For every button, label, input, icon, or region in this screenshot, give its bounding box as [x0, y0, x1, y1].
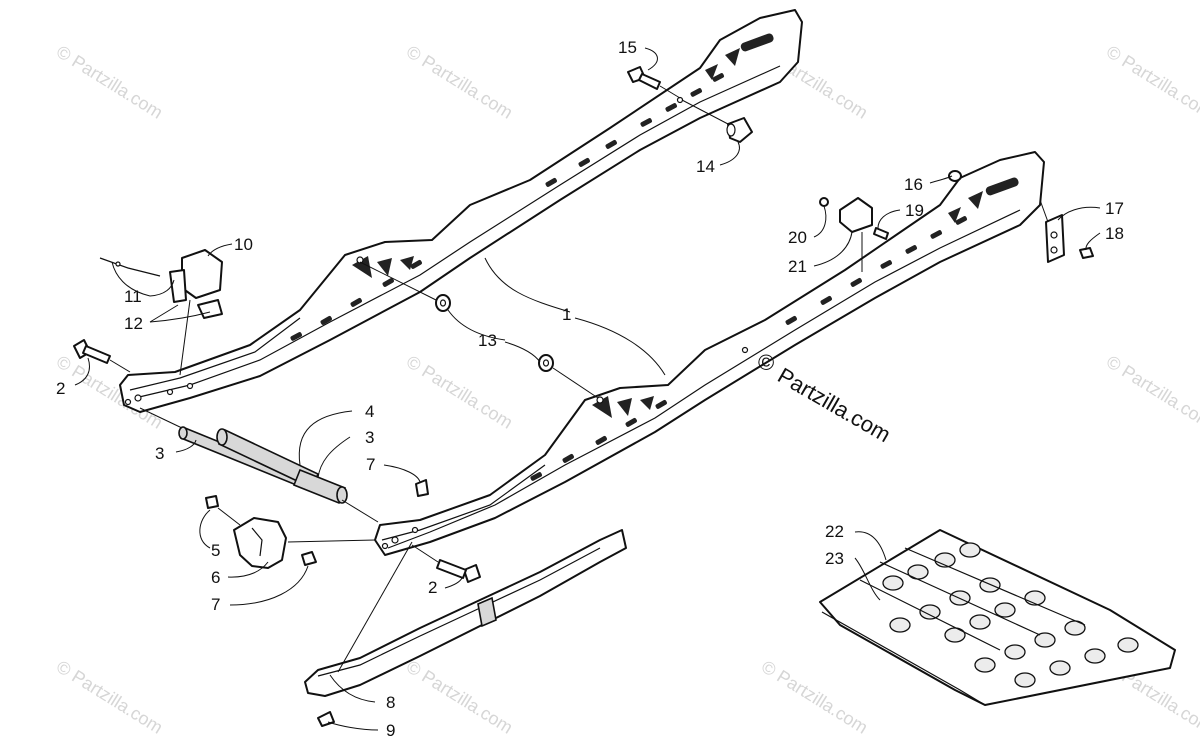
- leader-lines: [74, 47, 1101, 731]
- callout-2: 2: [56, 379, 65, 398]
- slide-8: [304, 529, 627, 727]
- callout-3: 3: [155, 444, 164, 463]
- brand-watermark: © Partzilla.com: [758, 350, 895, 447]
- callout-22: 22: [825, 522, 844, 541]
- callout-17: 17: [1105, 199, 1124, 218]
- washers-13: [359, 261, 599, 399]
- cross-shaft-assembly: [139, 407, 379, 523]
- callout-14: 14: [696, 157, 715, 176]
- watermark: © Partzilla.com: [403, 41, 516, 122]
- copyright-symbol: ©: [758, 350, 774, 375]
- callout-1: 1: [562, 305, 571, 324]
- switch-assembly: [99, 249, 223, 319]
- stop-6: [205, 479, 429, 569]
- watermark: © Partzilla.com: [53, 41, 166, 122]
- callout-3: 3: [365, 428, 374, 447]
- callout-11: 11: [124, 287, 142, 306]
- watermark: © Partzilla.com: [53, 656, 166, 737]
- track-22: [819, 529, 1176, 706]
- callout-2: 2: [428, 578, 437, 597]
- callout-7: 7: [366, 455, 375, 474]
- bolt-15: [627, 66, 681, 99]
- rail-left: [119, 9, 803, 413]
- callout-19: 19: [905, 201, 924, 220]
- bolt-2-right: [411, 544, 481, 583]
- bracket-17: [948, 170, 1094, 263]
- callout-21: 21: [788, 257, 807, 276]
- watermark: © Partzilla.com: [1103, 41, 1200, 122]
- callout-12: 12: [124, 314, 143, 333]
- callout-18: 18: [1105, 224, 1124, 243]
- callout-23: 23: [825, 549, 844, 568]
- callout-5: 5: [211, 541, 220, 560]
- bumper-block-21: [819, 197, 889, 272]
- rail-right: [374, 151, 1045, 556]
- track-lugs: [882, 542, 1139, 688]
- callout-13: 13: [478, 331, 497, 350]
- brand-text: Partzilla.com: [774, 363, 896, 448]
- callout-4: 4: [365, 402, 374, 421]
- callout-labels: 1 2 2 3 3 4 5 6 7 7 8 9 10 11 12 13 14 1…: [56, 38, 1124, 740]
- callout-7: 7: [211, 595, 220, 614]
- watermark: © Partzilla.com: [758, 656, 871, 737]
- callout-16: 16: [904, 175, 923, 194]
- callout-8: 8: [386, 693, 395, 712]
- callout-9: 9: [386, 721, 395, 740]
- watermark: © Partzilla.com: [1103, 351, 1200, 432]
- spacer-14: [681, 99, 753, 143]
- callout-10: 10: [234, 235, 253, 254]
- watermark: © Partzilla.com: [403, 656, 516, 737]
- callout-15: 15: [618, 38, 637, 57]
- watermark: © Partzilla.com: [403, 351, 516, 432]
- bolt-2-left: [73, 339, 131, 373]
- callout-20: 20: [788, 228, 807, 247]
- callout-6: 6: [211, 568, 220, 587]
